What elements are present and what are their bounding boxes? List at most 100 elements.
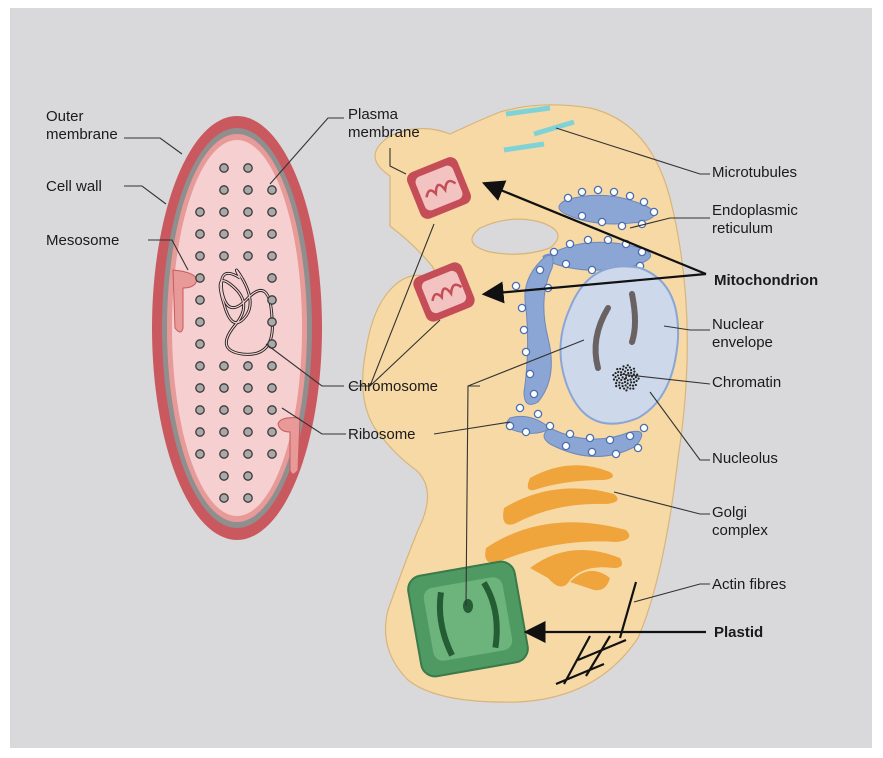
nucleolus-speck bbox=[625, 389, 627, 391]
nucleolus-speck bbox=[622, 368, 624, 370]
diagram-canvas: Outer membrane Cell wall Mesosome Plasma… bbox=[10, 8, 872, 748]
er-ribosome bbox=[518, 304, 525, 311]
label-cell-wall: Cell wall bbox=[46, 178, 102, 196]
er-ribosome bbox=[546, 422, 553, 429]
label-outer-membrane-line1: Outer bbox=[46, 108, 118, 126]
label-mesosome: Mesosome bbox=[46, 232, 119, 250]
nucleolus-speck bbox=[629, 387, 631, 389]
label-er-line1: Endoplasmic bbox=[712, 202, 798, 220]
er-ribosome bbox=[606, 436, 613, 443]
nucleolus-speck bbox=[615, 382, 617, 384]
nucleolus-speck bbox=[630, 372, 632, 374]
ribosome bbox=[196, 406, 204, 414]
nucleolus-speck bbox=[618, 384, 620, 386]
nucleolus-speck bbox=[624, 378, 626, 380]
ribosome bbox=[244, 406, 252, 414]
ribosome bbox=[196, 362, 204, 370]
label-chromatin: Chromatin bbox=[712, 374, 781, 392]
ribosome bbox=[196, 340, 204, 348]
ribosome bbox=[220, 494, 228, 502]
ribosome bbox=[244, 384, 252, 392]
ribosome bbox=[244, 428, 252, 436]
nucleolus-speck bbox=[621, 382, 623, 384]
label-golgi-line2: complex bbox=[712, 522, 768, 540]
nucleolus-speck bbox=[633, 378, 635, 380]
er-ribosome bbox=[530, 390, 537, 397]
nucleolus-speck bbox=[633, 381, 635, 383]
ribosome bbox=[244, 494, 252, 502]
ribosome bbox=[268, 406, 276, 414]
nucleolus-speck bbox=[635, 384, 637, 386]
label-nuclear-envelope-line1: Nuclear bbox=[712, 316, 773, 334]
ribosome bbox=[196, 230, 204, 238]
ribosome bbox=[220, 428, 228, 436]
ribosome bbox=[220, 450, 228, 458]
nucleolus-speck bbox=[630, 369, 632, 371]
ribosome bbox=[196, 252, 204, 260]
nucleolus-speck bbox=[617, 371, 619, 373]
nucleolus-speck bbox=[620, 379, 622, 381]
nucleolus-speck bbox=[618, 381, 620, 383]
nucleolus-speck bbox=[612, 374, 614, 376]
er-ribosome bbox=[588, 448, 595, 455]
er-ribosome bbox=[534, 410, 541, 417]
er-ribosome bbox=[588, 266, 595, 273]
label-chromosome: Chromosome bbox=[348, 378, 438, 396]
ribosome bbox=[196, 384, 204, 392]
er-ribosome bbox=[626, 432, 633, 439]
nucleolus-speck bbox=[629, 384, 631, 386]
ribosome bbox=[220, 406, 228, 414]
nucleolus-speck bbox=[616, 368, 618, 370]
ribosome bbox=[244, 186, 252, 194]
er-ribosome bbox=[520, 326, 527, 333]
label-ribosome: Ribosome bbox=[348, 426, 416, 444]
nucleolus-speck bbox=[616, 379, 618, 381]
er-ribosome bbox=[634, 444, 641, 451]
label-microtubules: Microtubules bbox=[712, 164, 797, 182]
nucleolus-speck bbox=[615, 385, 617, 387]
nucleolus-speck bbox=[613, 378, 615, 380]
ribosome bbox=[196, 450, 204, 458]
label-endoplasmic-reticulum: Endoplasmic reticulum bbox=[712, 202, 798, 238]
ribosome bbox=[220, 164, 228, 172]
ribosome bbox=[220, 186, 228, 194]
ribosome bbox=[268, 318, 276, 326]
label-plasma-membrane-line1: Plasma bbox=[348, 106, 420, 124]
ribosome bbox=[268, 230, 276, 238]
er-ribosome bbox=[598, 218, 605, 225]
label-plastid: Plastid bbox=[714, 624, 763, 642]
er-ribosome bbox=[584, 236, 591, 243]
er-ribosome bbox=[522, 348, 529, 355]
er-ribosome bbox=[610, 188, 617, 195]
nucleolus-speck bbox=[622, 376, 624, 378]
label-outer-membrane: Outer membrane bbox=[46, 108, 118, 144]
ribosome bbox=[244, 472, 252, 480]
nucleolus-speck bbox=[632, 385, 634, 387]
ribosome bbox=[220, 384, 228, 392]
nucleolus-speck bbox=[627, 386, 629, 388]
nucleolus-speck bbox=[625, 384, 627, 386]
nucleolus-speck bbox=[637, 378, 639, 380]
nucleolus-speck bbox=[614, 376, 616, 378]
label-actin-fibres: Actin fibres bbox=[712, 576, 786, 594]
er-ribosome bbox=[564, 194, 571, 201]
ribosome bbox=[220, 208, 228, 216]
ribosome bbox=[268, 428, 276, 436]
ribosome bbox=[268, 450, 276, 458]
nucleolus-speck bbox=[618, 377, 620, 379]
label-nucleolus: Nucleolus bbox=[712, 450, 778, 468]
er-ribosome bbox=[562, 260, 569, 267]
chromatin-2 bbox=[632, 294, 635, 342]
nucleolus-speck bbox=[614, 372, 616, 374]
ribosome bbox=[268, 362, 276, 370]
er-ribosome bbox=[586, 434, 593, 441]
eukaryotic-cell bbox=[363, 105, 688, 702]
er-ribosome bbox=[536, 266, 543, 273]
ribosome bbox=[268, 208, 276, 216]
er-ribosome bbox=[566, 430, 573, 437]
er-ribosome bbox=[640, 198, 647, 205]
ribosome bbox=[220, 252, 228, 260]
er-ribosome bbox=[578, 188, 585, 195]
nucleolus-speck bbox=[627, 372, 629, 374]
nucleolus-speck bbox=[619, 368, 621, 370]
